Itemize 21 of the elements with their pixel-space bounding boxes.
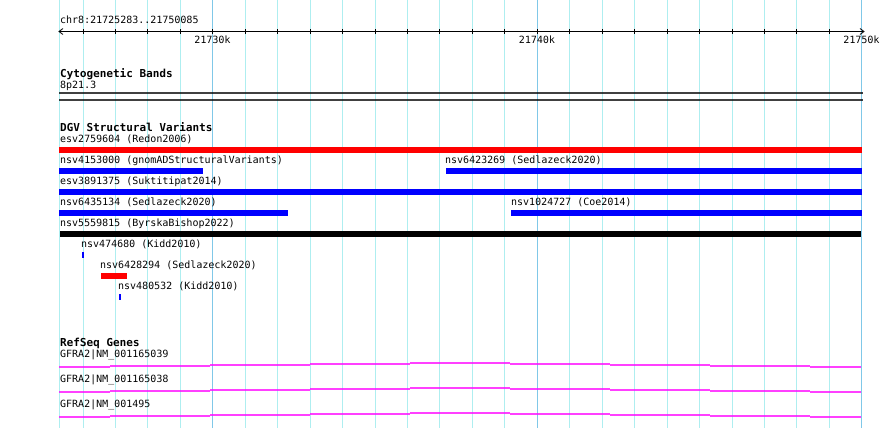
variant-label: nsv480532 (Kidd2010) (118, 281, 238, 293)
track-heading: DGV Structural Variants (60, 122, 212, 134)
variant-label: nsv4153000 (gnomADStructuralVariants) (60, 155, 283, 167)
track-heading: Cytogenetic Bands (60, 68, 173, 80)
gene-label: GFRA2|NM_001495 (60, 399, 150, 411)
tick-label: 21740k (518, 35, 555, 47)
variant-label: esv3891375 (Suktitipat2014) (60, 176, 223, 188)
tick-label: 21750k (843, 35, 880, 47)
band-label: 8p21.3 (60, 80, 96, 92)
gene-label: GFRA2|NM_001165039 (60, 349, 168, 361)
variant-label: nsv1024727 (Coe2014) (511, 197, 632, 209)
variant-label: nsv6428294 (Sedlazeck2020) (100, 260, 257, 272)
gene-label: GFRA2|NM_001165038 (60, 374, 168, 386)
coordinate-label: chr8:21725283..21750085 (60, 15, 198, 27)
variant-label: nsv6435134 (Sedlazeck2020) (60, 197, 217, 209)
variant-label: nsv5559815 (ByrskaBishop2022) (60, 218, 235, 230)
variant-label: nsv6423269 (Sedlazeck2020) (445, 155, 602, 167)
tick-label: 21730k (194, 35, 230, 47)
variant-label: nsv474680 (Kidd2010) (81, 239, 202, 251)
variant-label: esv2759604 (Redon2006) (60, 134, 192, 146)
track-heading: RefSeq Genes (60, 337, 140, 349)
